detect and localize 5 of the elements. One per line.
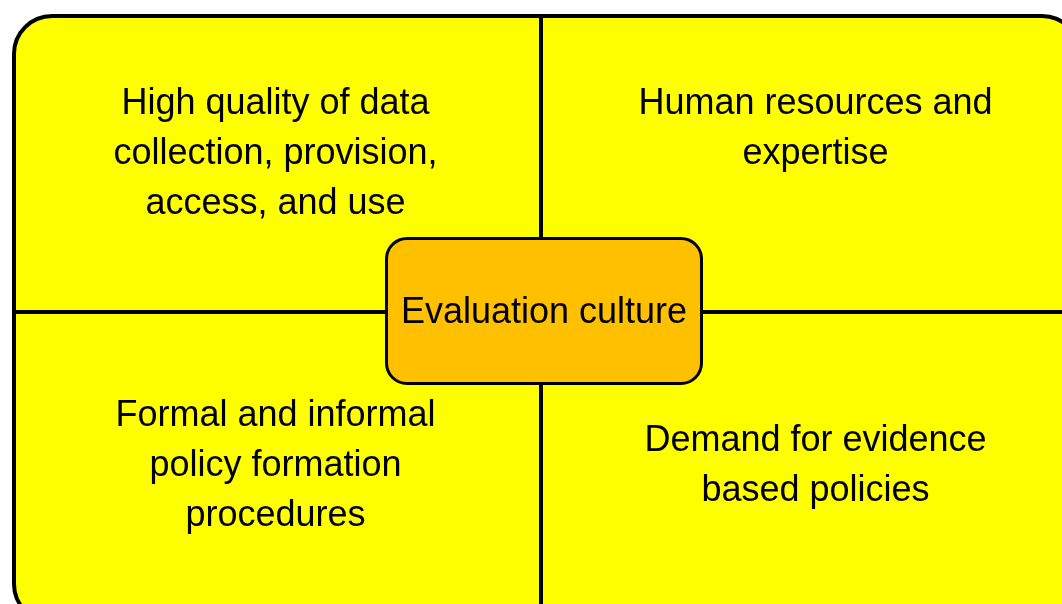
- quadrant-text: High quality of data collection, provision, access, and use: [112, 80, 439, 224]
- center-box: Evaluation culture: [385, 237, 703, 385]
- quadrant-text: Demand for evidence based policies: [643, 417, 988, 511]
- quadrant-text: Formal and informal policy formation procedures: [114, 392, 437, 536]
- quadrant-text: Human resources and expertise: [637, 80, 994, 174]
